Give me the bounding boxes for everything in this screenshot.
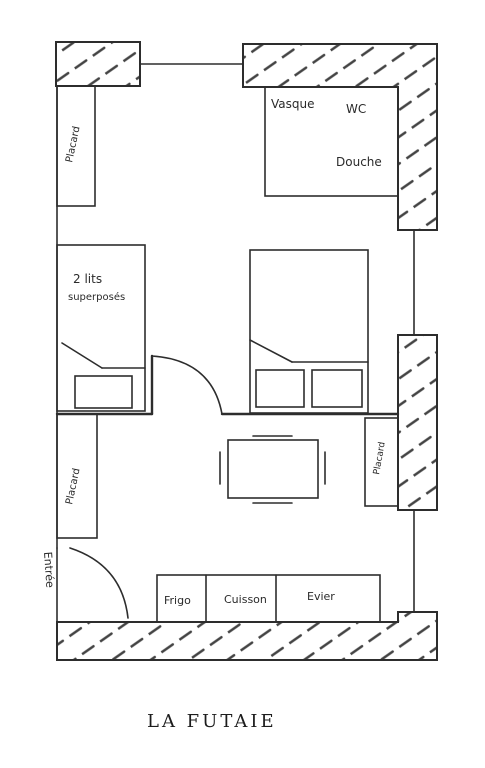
bunk-beds — [56, 244, 146, 412]
placard-right — [364, 417, 399, 507]
placard-top — [56, 85, 96, 207]
label-vasque: Vasque — [271, 97, 315, 111]
label-wc: WC — [346, 102, 366, 116]
outer-walls — [56, 63, 415, 613]
wall-top-left — [55, 41, 141, 87]
label-placard-right: Placard — [372, 441, 388, 475]
label-beds-line1: 2 lits — [73, 272, 102, 286]
label-evier: Evier — [307, 590, 335, 603]
double-bed — [249, 249, 369, 414]
wall-right-middle — [397, 334, 438, 511]
label-placard-top: Placard — [64, 125, 82, 163]
placard-bottom — [56, 413, 98, 539]
label-frigo: Frigo — [164, 594, 191, 607]
label-cuisson: Cuisson — [224, 593, 267, 606]
entrance-door — [56, 547, 129, 623]
plan-title: La Futaie — [147, 711, 277, 732]
label-douche: Douche — [336, 155, 382, 169]
label-placard-bottom: Placard — [64, 467, 82, 505]
wall-bottom — [56, 611, 438, 661]
label-beds-line2: superposés — [68, 291, 125, 303]
wall-top-right — [242, 43, 438, 231]
dining-table — [219, 435, 326, 504]
interior-wall — [55, 354, 400, 416]
bathroom — [264, 86, 399, 197]
kitchen-counter — [156, 574, 381, 623]
label-entree: Entrée — [41, 551, 56, 588]
